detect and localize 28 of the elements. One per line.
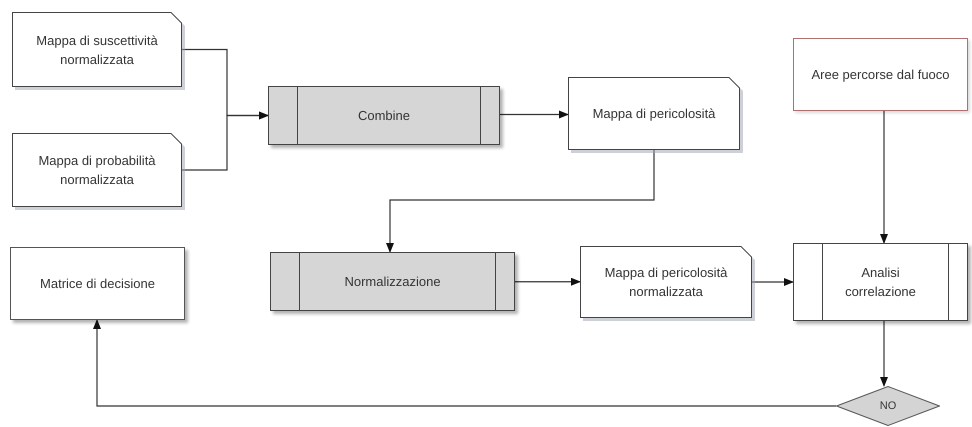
process-box (268, 86, 500, 145)
node-label: Combine (358, 107, 410, 125)
arrow (515, 278, 581, 286)
arrow (500, 110, 569, 118)
document-box (580, 246, 752, 318)
node-label: Analisi correlazione (844, 264, 917, 301)
node-label: Mappa di suscettività normalizzata (35, 32, 159, 68)
node-label: Mappa di pericolosità normalizzata (604, 264, 728, 301)
node-label: Normalizzazione (344, 273, 441, 291)
node-label: Matrice di decisione (40, 275, 155, 293)
output-box (10, 247, 185, 320)
document-box (12, 133, 182, 207)
arrow (93, 319, 836, 407)
document-box (12, 12, 182, 87)
node-label: Mappa di probabilità normalizzata (37, 152, 157, 189)
arrow (880, 111, 888, 244)
node-label: Aree percorse dal fuoco (811, 66, 950, 84)
process-box (270, 252, 515, 311)
arrow (880, 321, 888, 387)
node-label: Mappa di pericolosità (592, 105, 716, 123)
arrow (752, 278, 794, 286)
node-label: NO (880, 398, 896, 414)
process-box (793, 243, 968, 321)
document-box (568, 77, 740, 150)
arrow (182, 112, 269, 171)
decision-diamond (836, 386, 940, 426)
data-box (793, 38, 968, 111)
arrow (386, 150, 655, 253)
